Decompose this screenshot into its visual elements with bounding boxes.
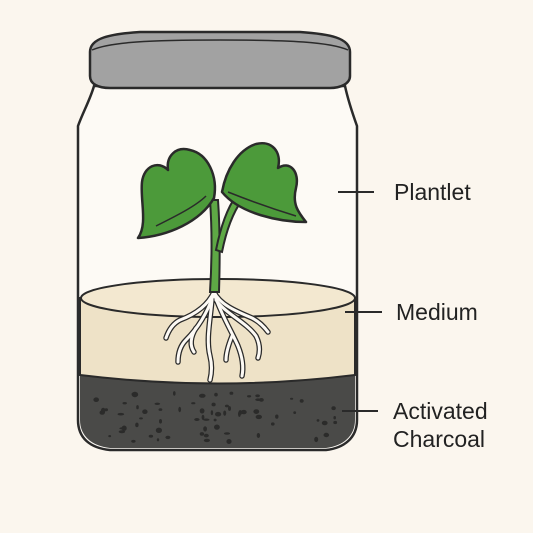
- charcoal-speck: [229, 391, 234, 395]
- charcoal-speck: [131, 439, 136, 443]
- charcoal-speck: [333, 416, 337, 420]
- charcoal-speck: [178, 406, 182, 413]
- charcoal-speck: [104, 408, 109, 412]
- charcoal-speck: [226, 439, 232, 444]
- charcoal-speck: [275, 414, 279, 419]
- charcoal-speck: [316, 419, 320, 422]
- charcoal-speck: [213, 418, 217, 422]
- charcoal-speck: [255, 414, 262, 420]
- charcoal-speck: [154, 402, 161, 405]
- charcoal-speck: [256, 433, 261, 438]
- charcoal-speck: [215, 411, 222, 417]
- charcoal-speck: [108, 435, 112, 438]
- plantlet-label: Plantlet: [394, 179, 471, 205]
- charcoal-speck: [211, 402, 216, 407]
- charcoal-speck: [135, 422, 139, 428]
- activated-charcoal-label-line2: Charcoal: [393, 426, 485, 452]
- charcoal-speck: [247, 395, 252, 398]
- charcoal-speck: [158, 408, 163, 411]
- charcoal-speck: [122, 402, 127, 405]
- charcoal-speck: [293, 411, 297, 414]
- charcoal-speck: [199, 432, 205, 436]
- charcoal-speck: [223, 410, 227, 416]
- charcoal-specks: [93, 391, 338, 444]
- charcoal-speck: [290, 397, 294, 400]
- charcoal-speck: [240, 409, 247, 415]
- charcoal-speck: [210, 410, 214, 416]
- charcoal-speck: [271, 422, 275, 426]
- right-leaf: [220, 141, 308, 224]
- charcoal-speck: [159, 419, 162, 424]
- charcoal-speck: [148, 434, 154, 438]
- charcoal-speck: [314, 436, 319, 443]
- plantlet-seedling-icon: [136, 141, 308, 240]
- charcoal-speck: [223, 432, 231, 435]
- activated-charcoal-label-line1: Activated: [393, 398, 488, 424]
- charcoal-speck: [155, 427, 162, 433]
- charcoal-speck: [323, 432, 330, 438]
- jar-lid-icon: [88, 30, 352, 90]
- charcoal-speck: [121, 425, 127, 431]
- roots-fill: [164, 290, 270, 382]
- left-leaf: [136, 147, 217, 240]
- charcoal-speck: [228, 406, 231, 411]
- charcoal-speck: [214, 424, 220, 430]
- charcoal-speck: [199, 393, 206, 398]
- charcoal-speck: [299, 399, 304, 403]
- charcoal-speck: [238, 411, 241, 417]
- charcoal-speck: [199, 408, 205, 414]
- charcoal-speck: [136, 405, 139, 410]
- charcoal-speck: [194, 418, 200, 421]
- charcoal-speck: [224, 404, 229, 408]
- charcoal-speck: [255, 394, 260, 398]
- charcoal-speck: [214, 392, 218, 397]
- charcoal-speck: [203, 438, 210, 443]
- charcoal-speck: [203, 426, 208, 432]
- charcoal-speck: [101, 407, 106, 414]
- leader-lines: [338, 191, 382, 412]
- charcoal-speck: [165, 435, 171, 440]
- medium-label: Medium: [396, 299, 478, 325]
- charcoal-speck: [93, 397, 99, 403]
- charcoal-speck: [321, 420, 328, 426]
- charcoal-speck: [139, 417, 143, 420]
- charcoal-speck: [255, 398, 261, 402]
- charcoal-speck: [191, 402, 196, 405]
- charcoal-speck: [201, 414, 205, 420]
- charcoal-speck: [131, 392, 135, 395]
- charcoal-speck: [156, 438, 160, 442]
- charcoal-speck: [173, 391, 176, 396]
- medium-layer: [79, 278, 356, 385]
- activated-charcoal-layer: [80, 375, 355, 448]
- charcoal-speck: [118, 430, 126, 434]
- charcoal-speck: [117, 412, 125, 416]
- charcoal-speck: [331, 406, 336, 411]
- charcoal-speck: [203, 433, 209, 438]
- charcoal-speck: [253, 409, 260, 414]
- charcoal-speck: [333, 420, 338, 425]
- charcoal-speck: [142, 409, 148, 415]
- plantlet-stem: [208, 194, 244, 293]
- charcoal-speck: [203, 418, 210, 421]
